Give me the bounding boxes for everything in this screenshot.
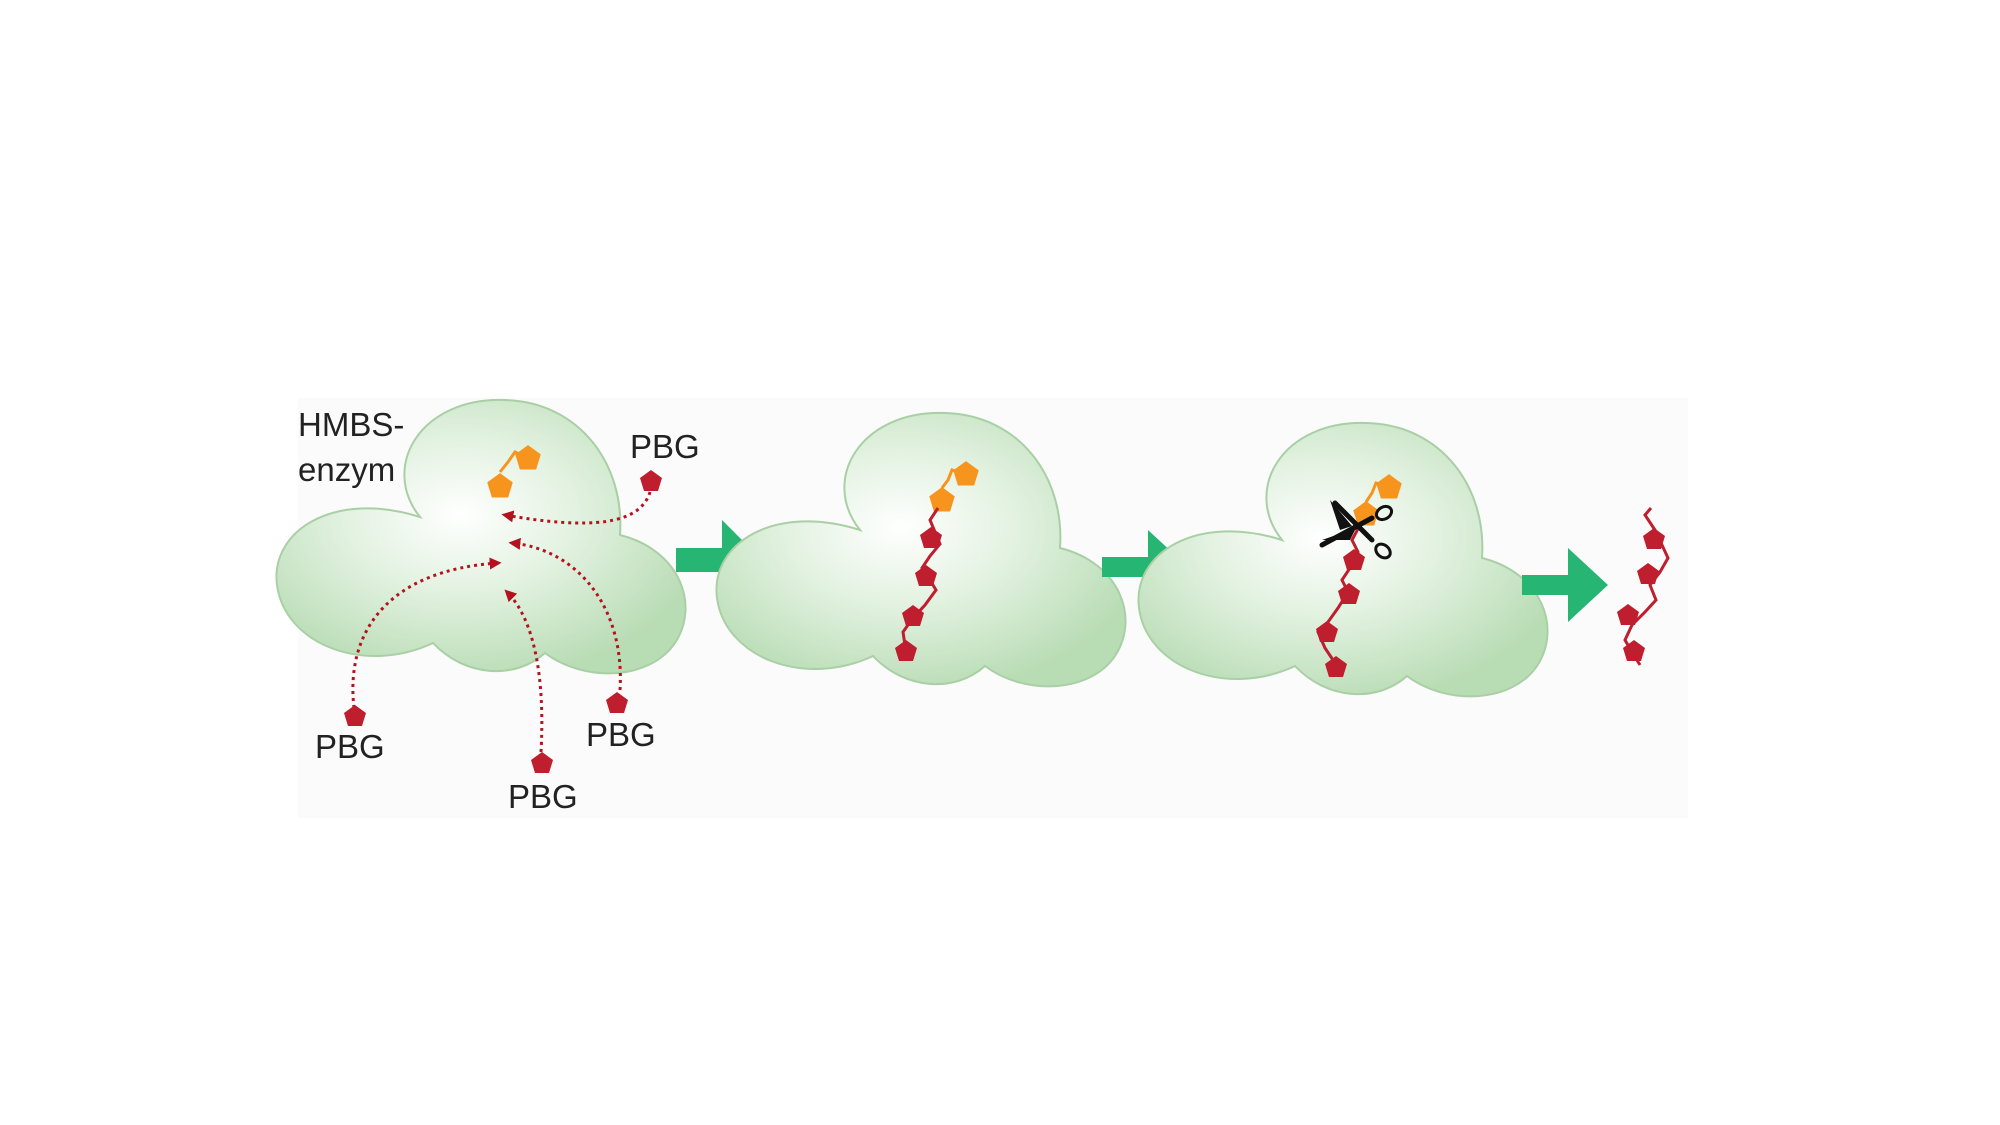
enzyme-step-2 xyxy=(715,411,1127,688)
enzyme-label-line-2: enzym xyxy=(298,451,396,488)
scissors-icon xyxy=(1319,500,1394,560)
pbg-label-bottom-right: PBG xyxy=(586,716,656,753)
enzyme-label-line-1: HMBS- xyxy=(298,406,405,443)
pbg-label-top-right: PBG xyxy=(630,428,700,465)
released-polypyrrole-chain xyxy=(1617,507,1670,666)
pbg-label-bottom-center: PBG xyxy=(508,778,578,815)
flow-arrow-3 xyxy=(1522,548,1608,622)
pbg-label-bottom-left: PBG xyxy=(315,728,385,765)
cofactor-step-1 xyxy=(487,445,541,498)
polypyrrole-chain-step-2 xyxy=(895,461,979,661)
enzyme-step-3 xyxy=(1137,421,1549,698)
pbg-molecules-step-1 xyxy=(344,470,662,773)
incoming-arrows xyxy=(351,491,652,753)
